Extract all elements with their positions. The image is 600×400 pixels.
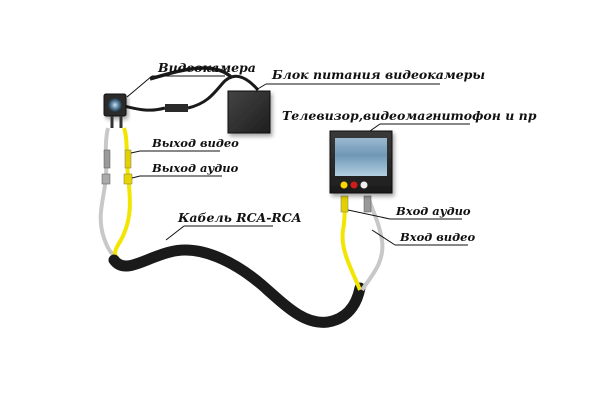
camera-body — [103, 93, 127, 117]
leader-lines — [126, 75, 470, 246]
jack-red-icon — [350, 181, 358, 189]
left-rca-wires — [98, 127, 133, 260]
label-camera: Видеокамера — [157, 60, 256, 75]
tv-screen — [335, 138, 387, 176]
rca-plug-video-out — [103, 149, 111, 169]
rca-plug-audio-out — [124, 149, 132, 169]
tv-set — [329, 130, 393, 194]
label-power-supply: Блок питания видеокамеры — [271, 67, 485, 82]
camera-lead — [110, 116, 123, 128]
label-video-out: Выход видео — [151, 136, 239, 150]
jack-white-icon — [360, 181, 368, 189]
jack-yellow-icon — [340, 181, 348, 189]
rca-cable — [108, 244, 366, 328]
camera-lens-icon — [108, 98, 122, 112]
rca-plug-audio-in — [340, 195, 349, 213]
label-audio-out: Выход аудио — [151, 161, 239, 175]
label-video-in: Вход видео — [399, 230, 475, 244]
label-cable: Кабель RCA-RCA — [177, 210, 302, 225]
power-supply-box — [227, 90, 271, 134]
label-audio-in: Вход аудио — [395, 204, 471, 218]
label-tv: Телевизор,видеомагнитофон и пр — [282, 108, 537, 123]
rca-plug-video-in — [363, 195, 372, 213]
right-rca-wires — [340, 195, 385, 292]
